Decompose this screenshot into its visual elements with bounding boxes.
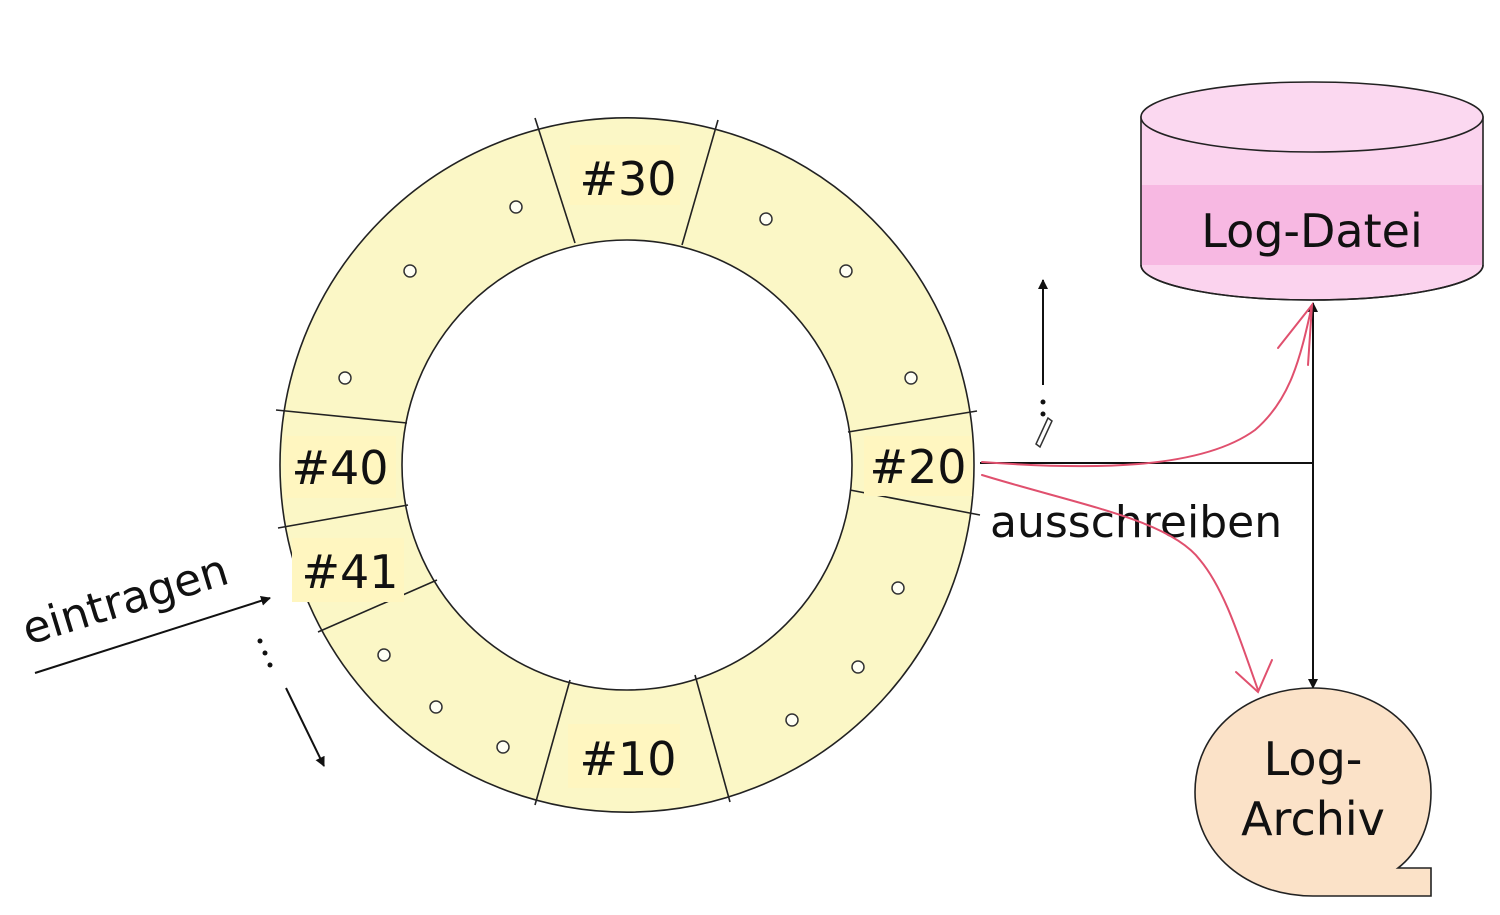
ellipsis-dots <box>338 200 918 754</box>
annotation-arrowhead-log-file <box>1277 301 1314 366</box>
highlight-20 <box>864 436 972 496</box>
divider <box>694 674 731 803</box>
divider <box>534 117 576 244</box>
ellipsis-dot <box>851 660 865 674</box>
log-archive-label-line2: Archiv <box>1241 792 1385 846</box>
log-file-label: Log-Datei <box>1201 204 1423 258</box>
ring-buffer <box>279 117 975 813</box>
log-file-band <box>1142 185 1482 265</box>
ellipsis-dot <box>904 371 918 385</box>
pointer-dot <box>1040 399 1046 405</box>
write-in-indicator: eintragen <box>16 545 325 767</box>
continuation-dots <box>257 638 273 668</box>
continuation-dot <box>267 662 273 668</box>
segment-label-30: #30 <box>579 152 676 206</box>
continuation-arrow <box>285 687 325 767</box>
ellipsis-dot <box>377 648 391 662</box>
divider <box>847 410 978 433</box>
divider <box>681 119 719 246</box>
ellipsis-dot <box>759 212 773 226</box>
segment-label-20: #20 <box>869 440 966 494</box>
ellipsis-dot <box>785 713 799 727</box>
log-archive-label-line1: Log- <box>1264 732 1363 786</box>
ellipsis-dot <box>891 581 905 595</box>
divider <box>534 679 571 806</box>
red-annotations <box>981 301 1314 694</box>
log-file-store: Log-Datei <box>1140 81 1484 301</box>
pen-cursor-icon <box>1035 416 1053 449</box>
ellipsis-dot <box>403 264 417 278</box>
segment-highlights <box>284 145 972 788</box>
write-in-arrow <box>34 595 271 674</box>
divider <box>317 579 438 633</box>
highlight-40 <box>284 436 396 498</box>
segment-label-40: #40 <box>291 441 388 495</box>
log-archive-bubble <box>1194 687 1432 897</box>
annotation-stroke-to-archive <box>981 474 1259 691</box>
log-file-cylinder-top <box>1140 81 1484 153</box>
segment-dividers <box>275 117 981 806</box>
pointer-dot <box>1040 411 1046 417</box>
write-out-connectors: ausschreiben <box>980 302 1318 689</box>
log-archive-store: Log- Archiv <box>1194 687 1432 897</box>
segment-label-10: #10 <box>579 732 676 786</box>
ellipsis-dot <box>338 371 352 385</box>
highlight-41 <box>292 538 404 602</box>
ellipsis-dot <box>839 264 853 278</box>
highlight-10 <box>568 724 680 788</box>
segment-label-41: #41 <box>301 545 398 599</box>
annotation-arrowhead-archive <box>1235 659 1273 694</box>
continuation-dot <box>257 638 263 644</box>
segment-labels: #30 #20 #10 #41 #40 <box>291 152 966 786</box>
ellipsis-dot <box>429 700 443 714</box>
ellipsis-dot <box>509 200 523 214</box>
annotation-stroke-to-log-file <box>981 304 1313 468</box>
ellipsis-dot <box>496 740 510 754</box>
write-out-label: ausschreiben <box>990 497 1282 548</box>
log-file-cylinder-bottom <box>1140 264 1484 301</box>
highlight-30 <box>570 145 680 205</box>
flush-pointer <box>1035 279 1053 449</box>
continuation-dot <box>262 650 268 656</box>
divider <box>275 409 408 424</box>
write-in-label: eintragen <box>16 545 234 656</box>
divider <box>277 504 409 529</box>
